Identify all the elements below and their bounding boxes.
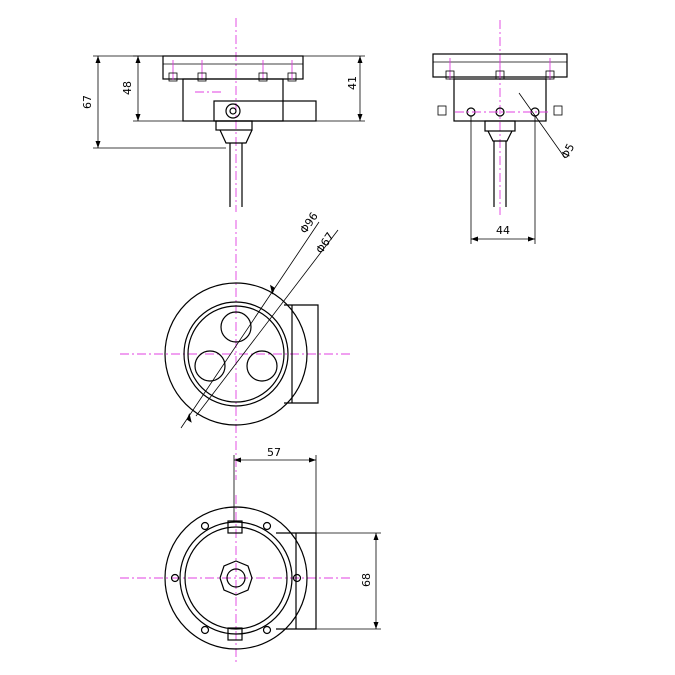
dim-outer-dia: Φ96	[297, 210, 320, 236]
side-view: Φ5 44	[432, 20, 577, 244]
dim-inner-dia: Φ67	[313, 230, 336, 256]
dim-hole-dia: Φ5	[558, 141, 577, 161]
dim-total-height: 67	[81, 95, 94, 109]
dim-body-height: 48	[121, 81, 134, 95]
dim-bracket-offset: 57	[267, 446, 281, 459]
dim-bracket-height: 68	[360, 573, 373, 587]
top-view: Φ96 Φ67	[120, 210, 350, 480]
front-view: 67 48 41	[81, 18, 365, 212]
dim-width: 44	[496, 224, 510, 237]
bottom-view: 57 68	[120, 446, 381, 665]
dim-top-height: 41	[346, 76, 359, 90]
